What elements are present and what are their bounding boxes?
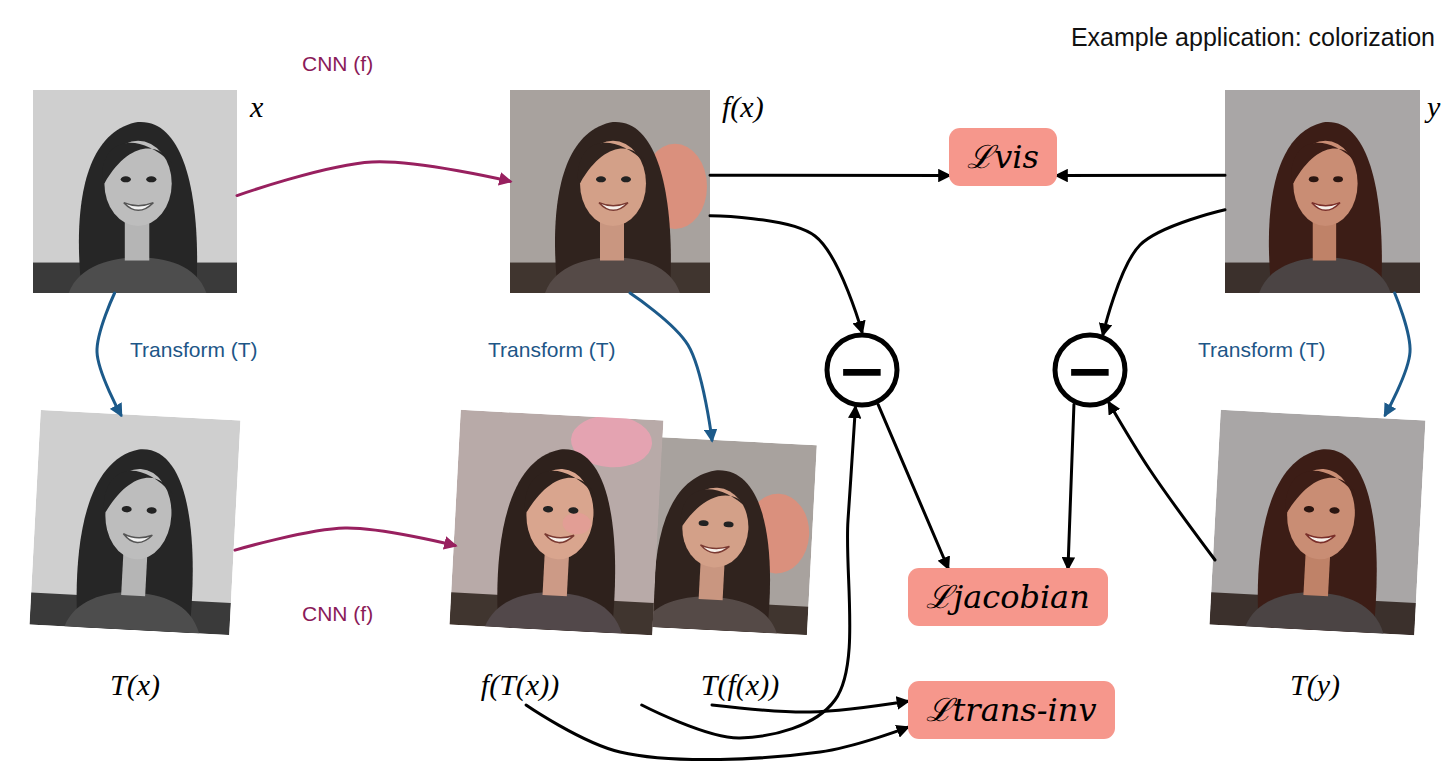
connector-arrow	[710, 174, 949, 177]
image-label: f(T(x))	[481, 668, 559, 702]
connector-arrow	[1103, 210, 1225, 335]
loss-box: ℒjacobian	[908, 568, 1108, 626]
connector-arrow	[710, 216, 862, 332]
transformed-input-photo	[29, 410, 240, 635]
connector-arrow	[712, 701, 908, 712]
image-label: x	[250, 90, 263, 124]
minus-sign: −	[824, 332, 900, 408]
loss-box: ℒvis	[949, 128, 1057, 186]
image-label: T(y)	[1290, 668, 1340, 702]
transformed-target-photo	[1209, 410, 1425, 635]
connector-arrow	[642, 407, 856, 738]
connector-arrow	[1057, 174, 1225, 177]
connector-arrow	[237, 162, 510, 196]
image-node: f(x)	[510, 90, 710, 293]
figure-title: Example application: colorization	[1071, 22, 1435, 52]
connector-arrow	[97, 293, 121, 415]
loss-name: ℒjacobian	[926, 577, 1090, 617]
image-label: T(f(x))	[701, 668, 779, 702]
edge-label: Transform (T)	[128, 338, 260, 362]
image-node: x	[33, 90, 237, 293]
connector-arrow	[878, 404, 948, 568]
edge-label: Transform (T)	[486, 338, 618, 362]
edge-label: CNN (f)	[300, 52, 375, 76]
output-photo	[510, 90, 710, 293]
connector-arrow	[1068, 404, 1074, 568]
loss-name: ℒtrans-inv	[926, 690, 1097, 730]
connector-arrow	[1385, 293, 1410, 415]
output-of-transformed-photo	[449, 408, 663, 635]
image-node: T(y)	[1215, 415, 1420, 705]
image-label: T(x)	[110, 668, 160, 702]
subtract-circle: −	[824, 332, 900, 408]
loss-name: ℒvis	[967, 137, 1039, 177]
loss-box: ℒtrans-inv	[908, 681, 1115, 739]
image-node: T(x)	[35, 415, 235, 705]
edge-label: Transform (T)	[1196, 338, 1328, 362]
connector-group	[97, 162, 1410, 760]
image-node: f(T(x))	[455, 415, 658, 705]
connector-arrow	[526, 705, 907, 760]
image-node: T(f(x))	[612, 440, 812, 705]
minus-sign: −	[1052, 332, 1128, 408]
edge-label: CNN (f)	[300, 602, 375, 626]
connector-arrow	[1109, 403, 1215, 560]
target-photo	[1225, 90, 1420, 293]
subtract-circle: −	[1052, 332, 1128, 408]
image-label: y	[1427, 90, 1440, 124]
image-label: f(x)	[722, 90, 764, 124]
image-node: y	[1225, 90, 1420, 293]
connector-arrow	[630, 293, 712, 440]
input-photo	[33, 90, 237, 293]
connector-arrow	[235, 528, 455, 550]
